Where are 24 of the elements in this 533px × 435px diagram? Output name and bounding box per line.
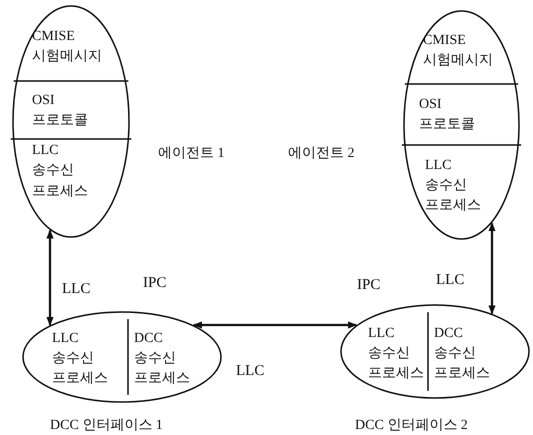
agent-ellipse <box>403 10 520 240</box>
section-text: LLC 송수신 프로세스 <box>52 321 126 397</box>
link-label: LLC <box>236 362 264 380</box>
double-arrow <box>192 321 358 329</box>
double-arrow <box>488 222 496 314</box>
section-text: DCC 송수신 프로세스 <box>134 321 214 397</box>
interface-label: DCC 인터페이스 2 <box>355 418 468 435</box>
section-text: OSI 프로토콜 <box>32 83 132 139</box>
section-text: CMISE 시험메시지 <box>32 13 142 81</box>
section-text: DCC 송수신 프로세스 <box>434 316 524 392</box>
interface-ellipse <box>340 304 530 399</box>
interface-label: DCC 인터페이스 1 <box>50 418 163 435</box>
section-text: LLC 송수신 프로세스 <box>32 141 132 231</box>
agent-label: 에이전트 1 <box>158 146 224 163</box>
agent-ellipse <box>12 5 130 238</box>
section-text: OSI 프로토콜 <box>419 86 519 144</box>
link-label: IPC <box>143 274 166 292</box>
link-label: IPC <box>357 276 380 294</box>
section-text: LLC 송수신 프로세스 <box>425 148 515 224</box>
interface-ellipse <box>22 311 222 403</box>
section-text: CMISE 시험메시지 <box>423 18 523 84</box>
double-arrow <box>46 229 54 326</box>
agent-label: 에이전트 2 <box>288 146 354 163</box>
section-text: LLC 송수신 프로세스 <box>368 316 426 392</box>
